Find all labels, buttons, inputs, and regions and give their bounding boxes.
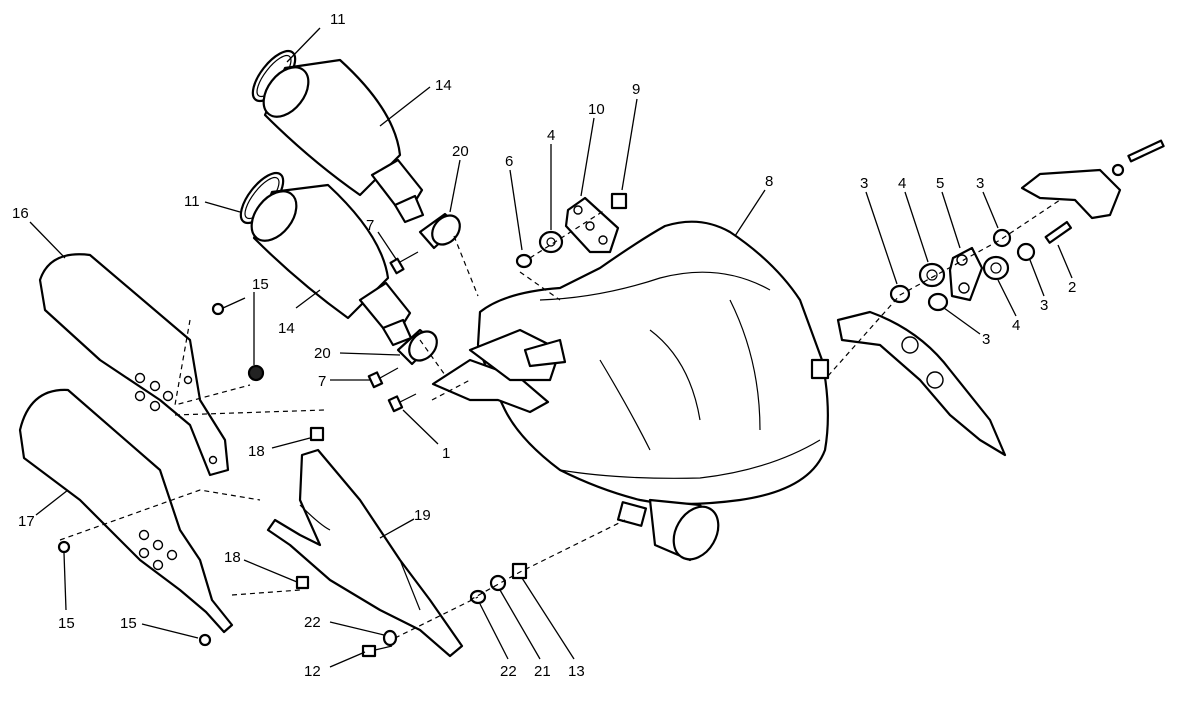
bushing-4-left bbox=[538, 230, 564, 254]
screw-15-bottom bbox=[198, 633, 212, 647]
callout-11: 11 bbox=[330, 11, 346, 28]
silencer-upper bbox=[251, 49, 425, 224]
callout-19: 19 bbox=[414, 507, 431, 524]
washer-3-a bbox=[889, 284, 911, 304]
plate-5 bbox=[948, 246, 984, 302]
washer-22-bottom bbox=[382, 629, 398, 647]
callout-13: 13 bbox=[568, 663, 585, 680]
callout-18: 18 bbox=[224, 549, 241, 566]
callout-6: 6 bbox=[505, 153, 513, 170]
callout-4: 4 bbox=[1012, 317, 1020, 334]
callout-10: 10 bbox=[588, 101, 605, 118]
callout-4: 4 bbox=[547, 127, 555, 144]
nut-9 bbox=[610, 192, 628, 210]
clamp-upper bbox=[418, 212, 461, 250]
washer-3-d bbox=[1016, 242, 1036, 262]
assembly-lines bbox=[59, 199, 1061, 639]
callout-3: 3 bbox=[976, 175, 984, 192]
callout-22: 22 bbox=[304, 614, 321, 631]
bushing-4-mid bbox=[918, 262, 946, 288]
clamp-lower bbox=[396, 328, 438, 366]
screw-15-top bbox=[211, 302, 225, 316]
callout-22: 22 bbox=[500, 663, 517, 680]
callout-15: 15 bbox=[252, 276, 269, 293]
callout-15: 15 bbox=[58, 615, 75, 632]
bushing-4-right bbox=[982, 255, 1010, 281]
washer-6 bbox=[515, 253, 533, 269]
callout-14: 14 bbox=[278, 320, 295, 337]
footpeg-bracket bbox=[1020, 139, 1165, 220]
callout-8: 8 bbox=[765, 173, 773, 190]
callout-4: 4 bbox=[898, 175, 906, 192]
callout-16: 16 bbox=[12, 205, 29, 222]
callout-3: 3 bbox=[982, 331, 990, 348]
callout-7: 7 bbox=[366, 217, 374, 234]
callout-3: 3 bbox=[860, 175, 868, 192]
washer-3-b bbox=[927, 292, 949, 312]
bracket-10 bbox=[564, 196, 620, 254]
bolt-2 bbox=[1044, 220, 1073, 244]
callout-leaders bbox=[29, 27, 1073, 668]
callout-18: 18 bbox=[248, 443, 265, 460]
nut-13 bbox=[511, 562, 528, 580]
clip-18-top bbox=[309, 426, 325, 442]
callout-labels: 11 14 11 14 20 7 20 7 1 6 4 10 9 8 16 15… bbox=[12, 11, 1076, 680]
callout-21: 21 bbox=[534, 663, 551, 680]
clip-18-bottom bbox=[295, 575, 310, 590]
callout-14: 14 bbox=[435, 77, 452, 94]
silencer-body bbox=[431, 220, 830, 562]
screw-1 bbox=[387, 393, 417, 413]
callout-2: 2 bbox=[1068, 279, 1076, 296]
callout-15: 15 bbox=[120, 615, 137, 632]
callout-3: 3 bbox=[1040, 297, 1048, 314]
screw-7-upper bbox=[389, 251, 419, 275]
callout-9: 9 bbox=[632, 81, 640, 98]
heat-shield-17 bbox=[18, 388, 234, 634]
bracket-19 bbox=[266, 448, 464, 658]
callout-7: 7 bbox=[318, 373, 326, 390]
callout-17: 17 bbox=[18, 513, 35, 530]
callout-12: 12 bbox=[304, 663, 321, 680]
screw-12 bbox=[361, 644, 393, 658]
callout-11: 11 bbox=[184, 193, 200, 210]
screw-15-left bbox=[57, 540, 71, 554]
rear-bracket bbox=[836, 310, 1007, 457]
callout-20: 20 bbox=[314, 345, 331, 362]
washer-21 bbox=[489, 574, 507, 592]
nut-15-right bbox=[247, 364, 265, 382]
heat-shield-16 bbox=[38, 253, 230, 477]
screw-7-lower bbox=[367, 367, 399, 389]
callout-20: 20 bbox=[452, 143, 469, 160]
silencer-lower bbox=[239, 171, 413, 347]
callout-1: 1 bbox=[442, 445, 450, 462]
callout-5: 5 bbox=[936, 175, 944, 192]
